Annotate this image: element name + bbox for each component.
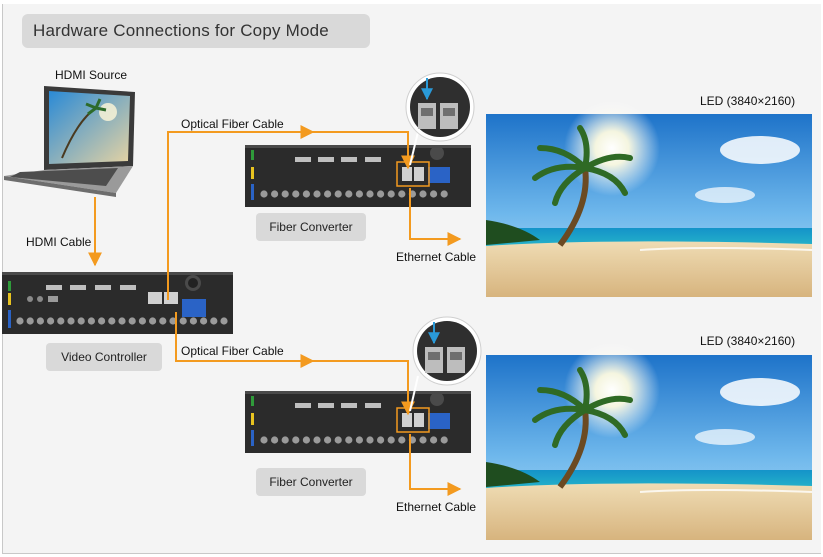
port-connector <box>440 436 448 444</box>
port-connector <box>398 190 406 198</box>
port-connector <box>398 436 406 444</box>
led-label-2: LED (3840×2160) <box>700 334 796 348</box>
optical-fiber-cable-1-end <box>313 131 415 170</box>
port-connector <box>47 317 55 325</box>
port-connector <box>302 190 310 198</box>
fiber-converter-1-label: Fiber Converter <box>269 220 353 234</box>
optical-fiber-cable-label-2: Optical Fiber Cable <box>181 344 284 358</box>
port-connector <box>260 436 268 444</box>
fiber-converter-2-device <box>245 391 471 453</box>
magnifier-icon <box>405 72 475 166</box>
port-connector <box>334 190 342 198</box>
ethernet-cable-1 <box>409 188 462 246</box>
optical-fiber-cable-1 <box>167 125 315 300</box>
port-connector <box>430 190 438 198</box>
port-connector <box>334 436 342 444</box>
port-connector <box>355 436 363 444</box>
fiber-converter-1-ports <box>260 190 448 198</box>
video-controller-tag: Video Controller <box>46 343 162 371</box>
port-connector <box>430 436 438 444</box>
port-connector <box>16 317 24 325</box>
port-connector <box>159 317 167 325</box>
port-connector <box>98 317 106 325</box>
port-connector <box>366 190 374 198</box>
port-connector <box>366 436 374 444</box>
hdmi-source-label: HDMI Source <box>55 68 128 82</box>
port-connector <box>128 317 136 325</box>
port-connector <box>67 317 75 325</box>
port-connector <box>377 436 385 444</box>
port-connector <box>210 317 218 325</box>
ethernet-cable-label-1: Ethernet Cable <box>396 250 477 264</box>
optical-fiber-cable-2 <box>175 312 315 368</box>
magnifier-icon <box>409 316 482 412</box>
optical-fiber-cable-2-end <box>313 360 415 416</box>
port-connector <box>355 190 363 198</box>
title-box <box>22 14 370 48</box>
port-connector <box>108 317 116 325</box>
port-connector <box>419 190 427 198</box>
port-connector <box>77 317 85 325</box>
port-connector <box>169 317 177 325</box>
port-connector <box>387 190 395 198</box>
fiber-converter-1-tag: Fiber Converter <box>256 213 366 241</box>
port-connector <box>377 190 385 198</box>
fiber-converter-2-label: Fiber Converter <box>269 475 353 489</box>
port-connector <box>260 190 268 198</box>
port-connector <box>281 436 289 444</box>
port-connector <box>387 436 395 444</box>
port-connector <box>345 436 353 444</box>
port-connector <box>200 317 208 325</box>
ethernet-cable-label-2: Ethernet Cable <box>396 500 477 514</box>
video-controller-ports <box>16 317 228 325</box>
optical-fiber-cable-label-1: Optical Fiber Cable <box>181 117 284 131</box>
port-connector <box>36 317 45 325</box>
fiber-converter-1-device <box>245 145 471 207</box>
port-connector <box>118 317 126 325</box>
port-connector <box>87 317 95 325</box>
diagram-title: Hardware Connections for Copy Mode <box>33 21 329 40</box>
port-connector <box>313 436 321 444</box>
port-connector <box>271 436 279 444</box>
port-connector <box>189 317 197 325</box>
port-connector <box>324 436 332 444</box>
port-connector <box>302 436 310 444</box>
fiber-converter-2-tag: Fiber Converter <box>256 468 366 496</box>
ethernet-cable-2 <box>409 434 462 496</box>
port-connector <box>313 190 321 198</box>
video-controller-device <box>2 272 233 334</box>
laptop-icon <box>4 86 135 197</box>
port-connector <box>440 190 448 198</box>
port-connector <box>345 190 353 198</box>
port-connector <box>271 190 279 198</box>
led-screen-1-image <box>486 100 813 297</box>
port-connector <box>292 436 300 444</box>
video-controller-label: Video Controller <box>61 350 147 364</box>
led-screen-2-image <box>486 342 813 540</box>
port-connector <box>149 317 157 325</box>
led-label-1: LED (3840×2160) <box>700 94 796 108</box>
hdmi-cable-label: HDMI Cable <box>26 235 92 249</box>
port-connector <box>324 190 332 198</box>
port-connector <box>419 436 427 444</box>
port-connector <box>292 190 300 198</box>
port-connector <box>179 317 187 325</box>
port-connector <box>220 317 228 325</box>
port-connector <box>57 317 65 325</box>
port-connector <box>281 190 289 198</box>
port-connector <box>138 317 146 325</box>
port-connector <box>26 317 34 325</box>
